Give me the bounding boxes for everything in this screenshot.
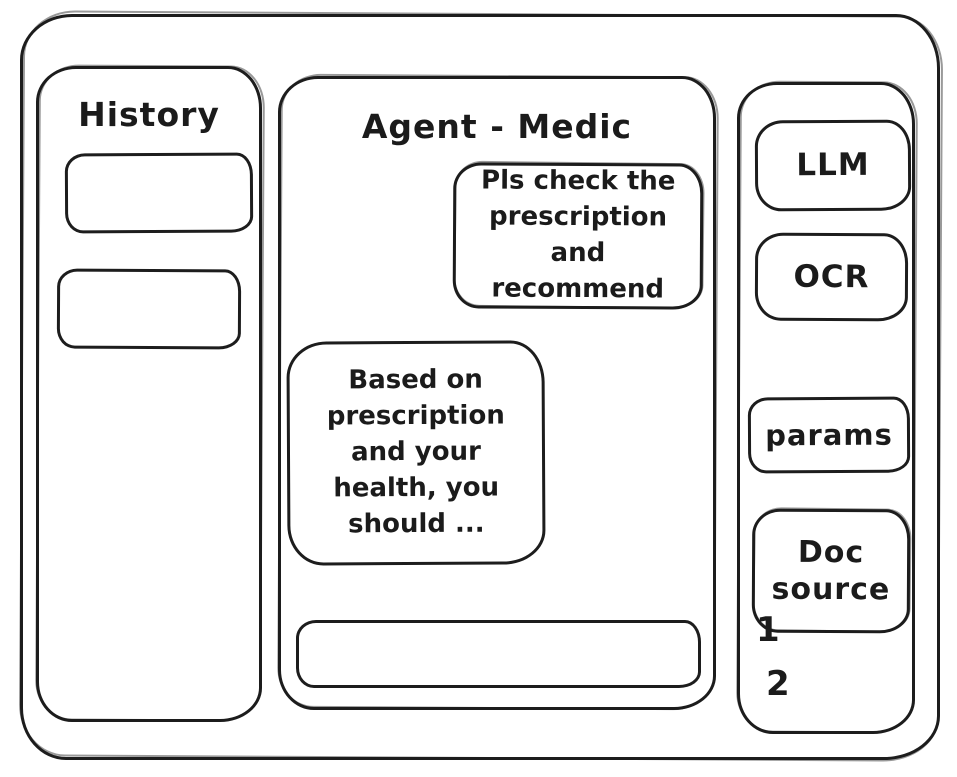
annotation-step-1: 1 bbox=[756, 610, 780, 650]
tool-params-button[interactable]: params bbox=[747, 396, 911, 474]
history-title: History bbox=[78, 95, 220, 134]
annotation-step-2: 2 bbox=[766, 664, 790, 704]
user-message-bubble: Pls check the prescription and recommend bbox=[452, 162, 704, 310]
chat-title: Agent - Medic bbox=[361, 107, 633, 146]
tool-ocr-button[interactable]: OCR bbox=[754, 232, 909, 322]
chat-input[interactable] bbox=[296, 620, 701, 688]
history-item[interactable] bbox=[64, 152, 254, 234]
chat-panel: Agent - Medic Pls check the prescription… bbox=[278, 76, 716, 710]
tools-panel: LLM OCR params Doc source 1 2 bbox=[737, 82, 915, 734]
assistant-message-bubble: Based on prescription and your health, y… bbox=[286, 340, 546, 566]
history-panel: History bbox=[36, 66, 262, 722]
tool-llm-button[interactable]: LLM bbox=[754, 119, 912, 212]
history-item[interactable] bbox=[56, 268, 242, 350]
